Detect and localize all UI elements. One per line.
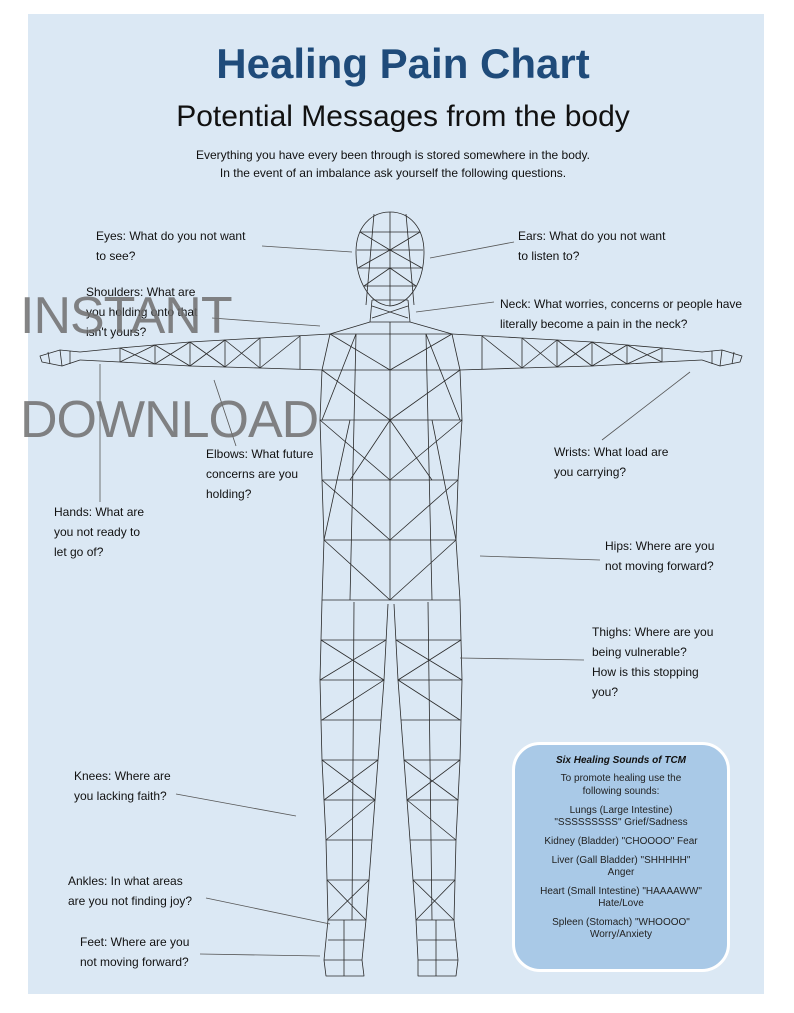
intro-line-1: Everything you have every been through i… [195, 148, 590, 162]
intro-line-2: In the event of an imbalance ask yoursel… [219, 166, 567, 180]
label-neck: Neck: What worries, concerns or people h… [500, 297, 743, 331]
sound-heart: Heart (Small Intestine) "HAAAAWW"Hate/Lo… [540, 886, 702, 909]
sound-liver: Liver (Gall Bladder) "SHHHHH"Anger [551, 855, 691, 878]
watermark-download: DOWNLOAD [20, 391, 319, 449]
page-title: Healing Pain Chart [216, 40, 590, 87]
sound-lungs: Lungs (Large Intestine)"SSSSSSSSS" Grief… [554, 805, 688, 828]
page-subtitle: Potential Messages from the body [176, 100, 630, 133]
healing-sounds-title: Six Healing Sounds of TCM [555, 755, 686, 766]
watermark-instant: INSTANT [20, 287, 233, 345]
sound-spleen: Spleen (Stomach) "WHOOOO"Worry/Anxiety [552, 917, 690, 940]
pointer-lines [99, 241, 691, 957]
sound-kidney: Kidney (Bladder) "CHOOOO" Fear [544, 836, 698, 847]
healing-sounds-box: Six Healing Sounds of TCM To promote hea… [512, 742, 730, 972]
